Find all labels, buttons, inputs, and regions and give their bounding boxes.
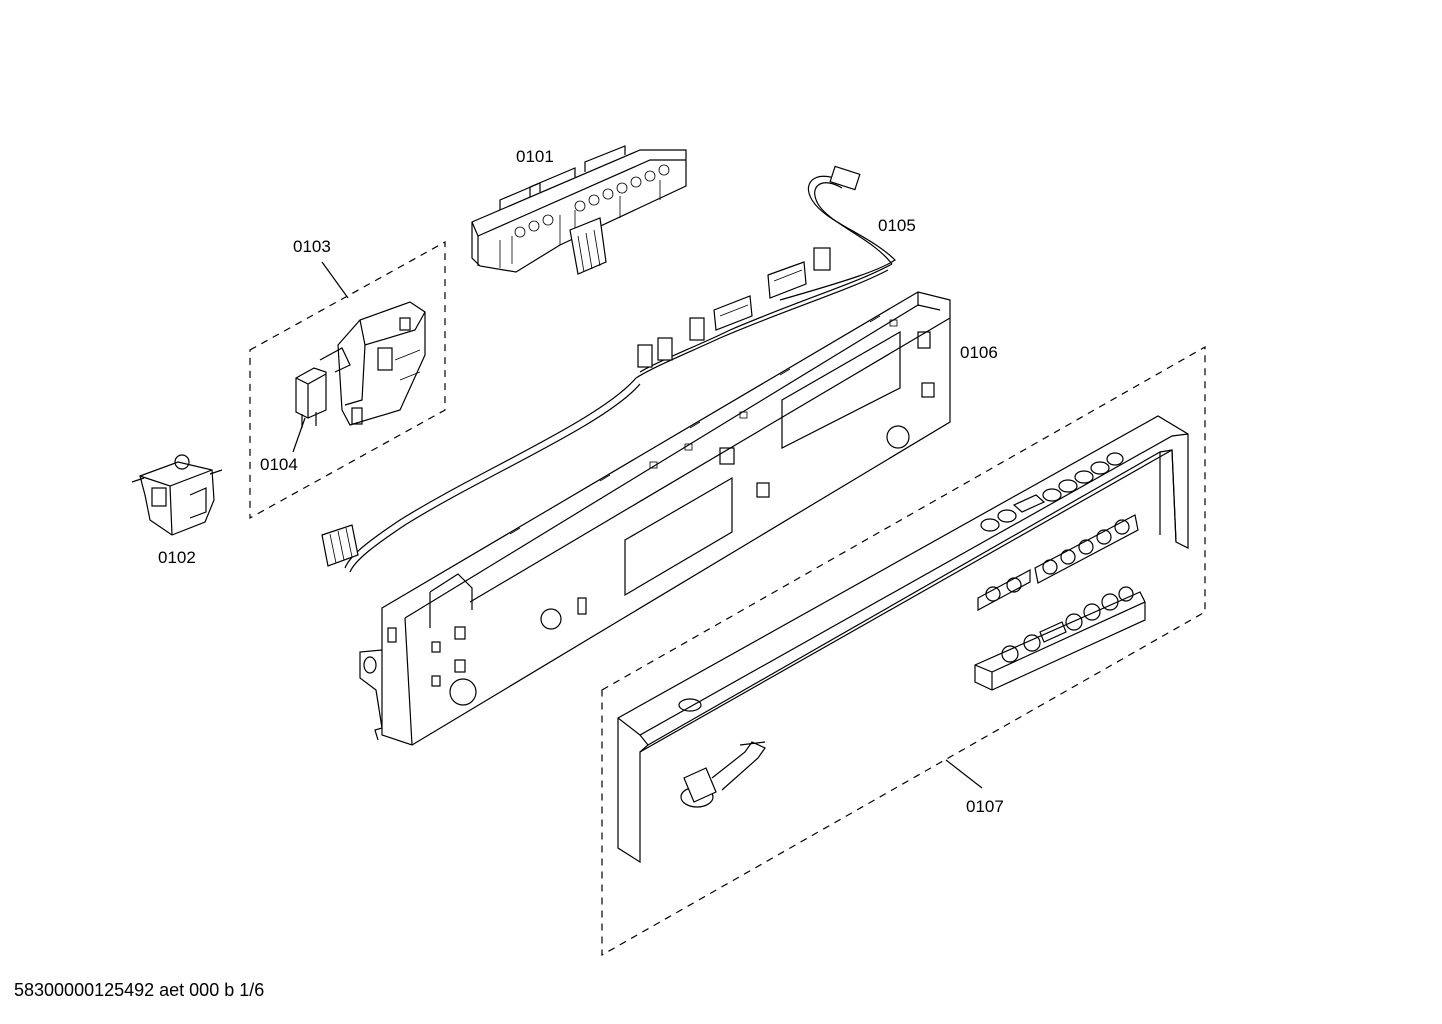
- part-0104-relay: [295, 367, 327, 428]
- label-0105: 0105: [878, 216, 916, 235]
- group-0103-boundary: [249, 240, 446, 520]
- label-0106: 0106: [960, 343, 998, 362]
- label-0102: 0102: [158, 548, 196, 567]
- part-0106-panel-frame: [359, 291, 951, 746]
- label-0101: 0101: [516, 147, 554, 166]
- part-0107-button-strip-upper: [977, 514, 1139, 612]
- label-0107: 0107: [966, 797, 1004, 816]
- leader-0104: [292, 417, 306, 453]
- part-0107-button-strip-lower: [974, 586, 1146, 691]
- part-0105-wiring-harness: [321, 165, 896, 573]
- part-0102-door-switch: [131, 454, 223, 536]
- leader-0103: [321, 261, 349, 299]
- part-0107-door-handle-lever: [680, 741, 766, 808]
- part-0103-electronic-module: [319, 301, 426, 426]
- part-0107-control-fascia: [617, 415, 1189, 864]
- diagram-reference-number: 58300000125492 aet 000 b 1/6: [14, 980, 265, 1000]
- part-0101-control-module: [471, 145, 687, 275]
- label-0103: 0103: [293, 237, 331, 256]
- label-0104: 0104: [260, 455, 298, 474]
- harness-connectors: [637, 247, 831, 368]
- leader-0107: [945, 759, 983, 789]
